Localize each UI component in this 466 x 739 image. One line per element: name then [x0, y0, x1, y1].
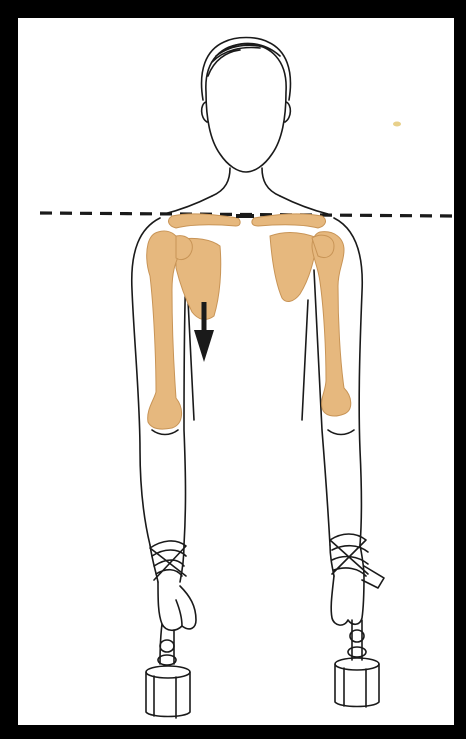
- sternum-notch: [236, 214, 254, 218]
- paper-stain: [393, 122, 401, 127]
- paper-background: [18, 18, 454, 725]
